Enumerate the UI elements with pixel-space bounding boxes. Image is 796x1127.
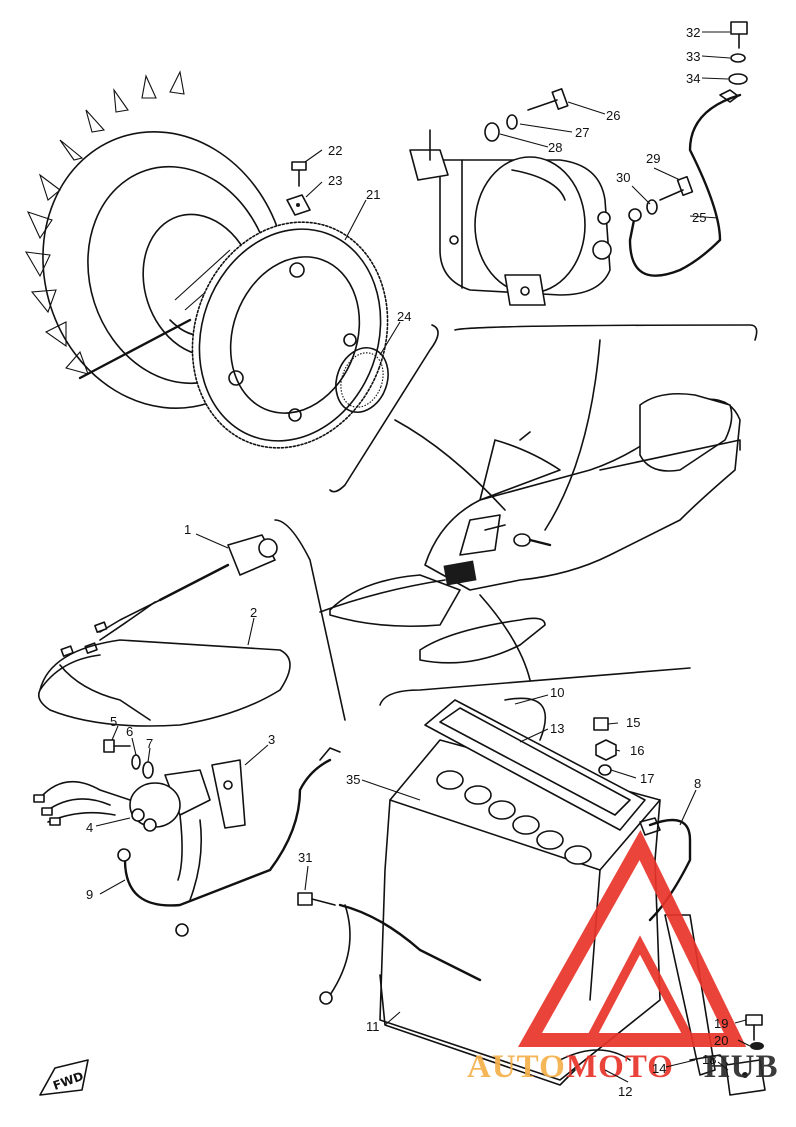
callout-4: 4 <box>86 820 93 835</box>
callout-3: 3 <box>268 732 275 747</box>
callout-33: 33 <box>686 49 700 64</box>
leader-battery-to-sled <box>479 594 531 681</box>
ground-cable <box>117 747 341 937</box>
starter-cable <box>628 89 742 277</box>
callout-14: 14 <box>652 1061 666 1076</box>
watermark-text-middle: MOTO <box>566 1049 674 1085</box>
bolt-22 <box>291 161 307 187</box>
callout-18: 18 <box>702 1052 716 1067</box>
washer-27 <box>506 114 518 130</box>
starter-relay <box>129 769 211 901</box>
plate-23 <box>286 194 311 216</box>
detail-bracket-left <box>329 324 439 493</box>
callout-30: 30 <box>616 170 630 185</box>
bolt-26 <box>527 88 569 111</box>
callout-23: 23 <box>328 173 342 188</box>
callout-2: 2 <box>250 605 257 620</box>
callout-21: 21 <box>366 187 380 202</box>
o-ring <box>335 347 389 413</box>
callout-22: 22 <box>328 143 342 158</box>
callout-32: 32 <box>686 25 700 40</box>
callout-35: 35 <box>346 772 360 787</box>
callout-11: 11 <box>366 1019 380 1034</box>
bolt-29 <box>659 175 694 201</box>
washer-6 <box>131 754 141 770</box>
battery-band <box>559 1049 631 1061</box>
callout-numbers: 1 2 3 4 5 6 7 8 9 10 11 12 13 14 15 16 1… <box>86 25 728 1099</box>
washer-33 <box>730 53 746 63</box>
bolt-19 <box>745 1014 763 1041</box>
detail-bracket-top <box>454 324 758 341</box>
callout-9: 9 <box>86 887 93 902</box>
callout-10: 10 <box>550 685 564 700</box>
relay-wire-bundle <box>33 780 131 826</box>
callout-leaders <box>95 31 751 1083</box>
callout-1: 1 <box>184 522 191 537</box>
battery-holder <box>424 697 646 831</box>
battery <box>379 739 661 1081</box>
callout-15: 15 <box>626 715 640 730</box>
battery-negative-cable <box>319 903 482 1005</box>
callout-24: 24 <box>397 309 411 324</box>
nut-31 <box>297 892 336 906</box>
starter-motor <box>409 129 612 306</box>
washer-28 <box>484 122 500 142</box>
washer-7 <box>142 761 154 779</box>
leader-relay-to-sled <box>319 579 446 613</box>
detail-bracket-bottom <box>379 667 691 706</box>
callout-6: 6 <box>126 724 133 739</box>
wire-harness <box>37 639 291 727</box>
nut-16 <box>595 739 617 761</box>
main-switch <box>60 534 278 657</box>
watermark-logo: AUTO MOTO HUB <box>467 829 779 1085</box>
callout-20: 20 <box>714 1033 728 1048</box>
callout-26: 26 <box>606 108 620 123</box>
battery-positive-cable <box>639 817 692 922</box>
callout-12: 12 <box>618 1084 632 1099</box>
callout-5: 5 <box>110 714 117 729</box>
washer-17 <box>598 764 612 776</box>
ring-gear <box>191 221 389 449</box>
detail-bracket-mid <box>274 519 346 721</box>
bolt-5 <box>103 739 131 753</box>
watermark-text-left: AUTO <box>467 1049 566 1085</box>
callout-19: 19 <box>714 1016 728 1031</box>
plate-18 <box>725 1059 766 1096</box>
nut-15 <box>593 717 609 731</box>
relay-bracket <box>211 759 246 829</box>
callout-34: 34 <box>686 71 700 86</box>
callout-31: 31 <box>298 850 312 865</box>
callout-7: 7 <box>146 736 153 751</box>
callout-8: 8 <box>694 776 701 791</box>
callout-13: 13 <box>550 721 564 736</box>
callout-27: 27 <box>575 125 589 140</box>
callout-29: 29 <box>646 151 660 166</box>
forward-mark: FWD <box>39 1059 89 1096</box>
leader-flywheel-to-sled <box>394 419 506 511</box>
washer-34 <box>728 73 748 85</box>
washer-20 <box>750 1042 764 1050</box>
callout-16: 16 <box>630 743 644 758</box>
callout-28: 28 <box>548 140 562 155</box>
callout-17: 17 <box>640 771 654 786</box>
battery-case <box>379 974 576 1086</box>
callout-25: 25 <box>692 210 706 225</box>
watermark-text-right: HUB <box>704 1049 779 1085</box>
bolt-32 <box>730 21 748 49</box>
leader-starter-to-sled <box>544 339 601 531</box>
snowmobile <box>329 392 741 664</box>
